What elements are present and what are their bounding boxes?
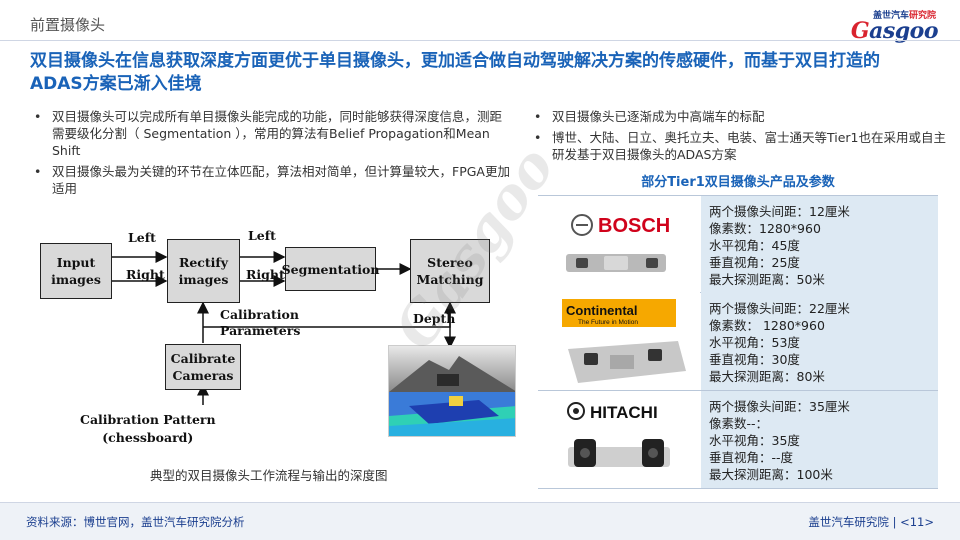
left-label: Left [248, 228, 276, 243]
bullet-text: 博世、大陆、日立、奥托立夫、电装、富士通天等Tier1也在采用或自主研发基于双目… [552, 130, 947, 162]
bullet-dot: • [534, 130, 542, 145]
bullet-text: 双目摄像头已逐渐成为中高端车的标配 [552, 109, 765, 124]
bullet-item: • 双目摄像头最为关键的环节在立体匹配，算法相对简单，但计算量较大，FPGA更加… [30, 163, 510, 197]
source-note: 资料来源：博世官网，盖世汽车研究院分析 [26, 515, 245, 529]
hitachi-logo-cell: HITACHI [538, 391, 700, 488]
bullet-item: • 博世、大陆、日立、奥托立夫、电装、富士通天等Tier1也在采用或自主研发基于… [530, 129, 950, 163]
left-bullet-list: • 双目摄像头可以完成所有单目摄像头能完成的功能，同时能够获得深度信息，测距需要… [30, 108, 510, 201]
table-row: HITACHI 两个摄像头间距：35厘米 像素数--： 水平视角：35度 垂直视… [538, 391, 938, 489]
diagram-caption: 典型的双目摄像头工作流程与输出的深度图 [150, 468, 388, 483]
bullet-item: • 双目摄像头可以完成所有单目摄像头能完成的功能，同时能够获得深度信息，测距需要… [30, 108, 510, 159]
bosch-specs: 两个摄像头间距：12厘米 像素数：1280*960 水平视角：45度 垂直视角：… [701, 196, 938, 293]
calibration-pattern-label: Calibration Pattern(chessboard) [80, 412, 216, 445]
footer-separator: | [892, 515, 897, 529]
bullet-dot: • [34, 164, 42, 179]
continental-specs: 两个摄像头间距：22厘米 像素数： 1280*960 水平视角：53度 垂直视角… [701, 293, 938, 390]
continental-logo-cell: Continental The Future in Motion [538, 293, 700, 390]
depth-map-picture [389, 346, 515, 436]
continental-product-picture: Continental The Future in Motion [562, 299, 686, 383]
bullet-item: • 双目摄像头已逐渐成为中高端车的标配 [530, 108, 950, 125]
table-row: BOSCH 两个摄像头间距：12厘米 像素数：1280*960 水平视角：45度… [538, 195, 938, 293]
hitachi-brand-text: HITACHI [590, 403, 658, 422]
bullet-dot: • [534, 109, 542, 124]
gasgoo-logo: 盖世汽车研究院 Gasgoo [838, 8, 939, 44]
left-label: Left [128, 230, 156, 245]
hitachi-specs: 两个摄像头间距：35厘米 像素数--： 水平视角：35度 垂直视角：--度 最大… [701, 391, 938, 488]
bullet-dot: • [34, 109, 42, 124]
footer-org: 盖世汽车研究院 [808, 515, 889, 529]
right-label: Right [126, 267, 165, 282]
right-label: Right [246, 267, 285, 282]
footer-band [0, 502, 960, 540]
hitachi-product-picture: HITACHI [567, 402, 670, 467]
tier1-camera-table: BOSCH 两个摄像头间距：12厘米 像素数：1280*960 水平视角：45度… [538, 195, 938, 489]
segmentation-node: Segmentation [282, 247, 379, 291]
table-title: 部分Tier1双目摄像头产品及参数 [641, 175, 835, 190]
section-title: 前置摄像头 [30, 16, 106, 34]
right-bullet-list: • 双目摄像头已逐渐成为中高端车的标配 • 博世、大陆、日立、奥托立夫、电装、富… [530, 108, 950, 167]
continental-tagline: The Future in Motion [578, 319, 638, 326]
slide-headline: 双目摄像头在信息获取深度方面更优于单目摄像头，更加适合做自动驾驶解决方案的传感硬… [30, 51, 880, 94]
diagram-connectors [112, 251, 456, 405]
bullet-text: 双目摄像头可以完成所有单目摄像头能完成的功能，同时能够获得深度信息，测距需要级化… [52, 109, 503, 158]
depth-label: Depth [413, 311, 456, 326]
depth-map-image [388, 345, 516, 437]
page-footer: 盖世汽车研究院 | <11> [808, 514, 934, 530]
bosch-brand-text: BOSCH [598, 215, 670, 237]
table-row: Continental The Future in Motion 两个摄像头间距… [538, 293, 938, 391]
logo-en-text: Gasgoo [850, 18, 939, 44]
continental-brand-text: Continental [566, 303, 638, 318]
bosch-logo-cell: BOSCH [538, 196, 700, 293]
bullet-text: 双目摄像头最为关键的环节在立体匹配，算法相对简单，但计算量较大，FPGA更加适用 [52, 164, 510, 196]
logo-cn-text: 盖世汽车研究院 [872, 11, 936, 21]
page-number: <11> [900, 515, 934, 529]
bosch-product-picture: BOSCH [566, 214, 670, 272]
header-divider [0, 40, 960, 41]
